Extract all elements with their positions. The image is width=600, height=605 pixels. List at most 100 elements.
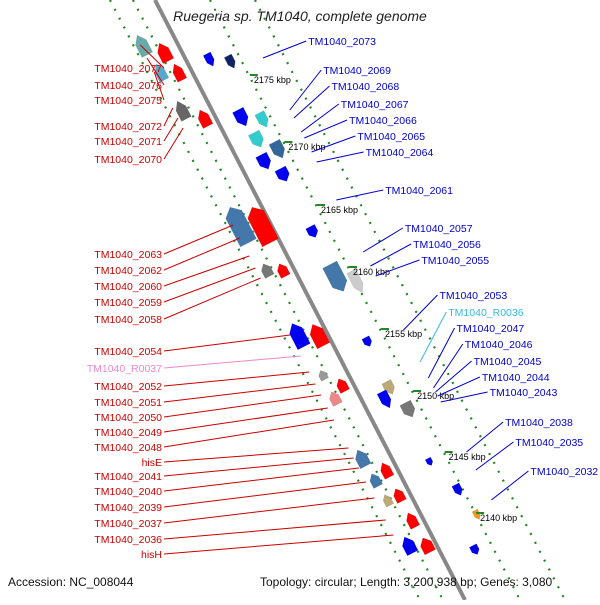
left-leader-line: [163, 394, 322, 418]
left-gene-5-shape: [175, 100, 192, 122]
left-gene-10: [277, 263, 291, 279]
right-gene-14-shape: [376, 389, 392, 409]
left-gene-23: [420, 537, 436, 556]
left-gene-21-shape: [406, 512, 421, 530]
left-gene-label: TM1040_2059: [94, 297, 162, 309]
left-gene-label: TM1040_2049: [94, 427, 162, 439]
right-leader-line: [440, 391, 488, 403]
right-gene-11-shape: [346, 268, 364, 294]
left-leader-line: [163, 334, 291, 352]
left-gene-label: TM1040_2050: [94, 412, 162, 424]
left-gene-17: [380, 462, 395, 480]
right-gene-6: [268, 138, 285, 159]
right-gene-15-shape: [399, 399, 416, 418]
left-gene-label: TM1040_2048: [94, 442, 162, 454]
right-gene-13: [381, 379, 395, 395]
right-gene-10-shape: [322, 260, 348, 292]
left-gene-20: [382, 494, 394, 508]
left-leader-line: [139, 44, 165, 69]
right-leader-line: [336, 189, 384, 201]
left-gene-2: [157, 42, 175, 64]
left-gene-1: [135, 34, 153, 58]
left-gene-label: TM1040_2039: [94, 502, 162, 514]
left-gene-label: TM1040_2058: [94, 314, 162, 326]
right-gene-3: [232, 106, 249, 127]
left-leader-line: [153, 71, 165, 101]
left-gene-9: [261, 263, 275, 279]
left-gene-16-shape: [355, 449, 372, 470]
right-leader-line: [289, 69, 322, 111]
page-title: Ruegeria sp. TM1040, complete genome: [173, 8, 427, 24]
right-gene-15: [399, 399, 416, 418]
left-gene-18-shape: [369, 473, 383, 489]
left-gene-12-shape: [309, 324, 331, 350]
right-gene-17: [451, 482, 463, 496]
left-leader-line: [163, 255, 250, 287]
left-leader-line: [163, 267, 256, 303]
right-gene-5: [247, 129, 264, 148]
right-leader-line: [433, 343, 464, 389]
left-leader-line: [163, 419, 335, 448]
left-leader-line: [163, 107, 174, 127]
right-gene-label: TM1040_2069: [323, 65, 391, 77]
right-gene-label: TM1040_2047: [457, 323, 525, 335]
left-gene-label: TM1040_2051: [94, 397, 162, 409]
right-gene-19: [468, 543, 480, 555]
right-leader-line: [403, 294, 438, 331]
left-gene-4: [172, 63, 188, 83]
right-gene-14: [376, 389, 392, 409]
left-gene-label: TM1040_2040: [94, 486, 162, 498]
left-gene-1-shape: [135, 34, 153, 58]
left-gene-label: TM1040_2063: [94, 249, 162, 261]
right-gene-19-shape: [468, 543, 480, 555]
left-gene-12: [309, 324, 331, 350]
right-leader-line: [466, 421, 504, 453]
left-leader-line: [163, 224, 234, 255]
right-gene-label: TM1040_2045: [474, 356, 542, 368]
left-gene-8-shape: [247, 206, 279, 248]
right-gene-16-shape: [424, 456, 433, 466]
right-leader-line: [262, 40, 307, 59]
right-leader-line: [362, 227, 404, 253]
right-gene-3-shape: [232, 106, 249, 127]
right-gene-9-shape: [305, 224, 319, 238]
left-gene-6-shape: [197, 109, 214, 129]
right-gene-label: TM1040_2038: [505, 417, 573, 429]
right-gene-8-shape: [274, 165, 290, 182]
left-gene-17-shape: [380, 462, 395, 480]
kbp-label: 2165 kbp: [321, 205, 358, 215]
right-gene-label: TM1040_2043: [490, 387, 558, 399]
topology-label: Topology: circular; Length: 3,200,938 bp…: [260, 575, 553, 589]
right-leader-line: [491, 470, 529, 501]
left-gene-label: TM1040_2036: [94, 534, 162, 546]
guide-line-outer-right: [254, 0, 566, 601]
right-leader-line: [304, 119, 348, 139]
left-leader-line: [163, 371, 310, 387]
right-leader-line: [316, 151, 364, 163]
right-gene-12: [361, 335, 372, 347]
left-gene-14: [336, 378, 350, 394]
left-gene-8: [247, 206, 279, 248]
right-gene-8: [274, 165, 290, 182]
left-gene-6: [197, 109, 214, 129]
left-gene-23-shape: [420, 537, 436, 556]
left-leader-line: [163, 355, 301, 369]
left-gene-11-shape: [289, 323, 311, 351]
left-gene-label: TM1040_2060: [94, 281, 162, 293]
right-gene-label: TM1040_2067: [341, 99, 409, 111]
left-leader-line: [163, 277, 261, 320]
left-leader-line: [163, 481, 367, 508]
left-gene-7: [225, 206, 257, 248]
left-gene-13: [318, 370, 329, 382]
left-leader-line: [163, 127, 184, 160]
left-gene-13-shape: [318, 370, 329, 382]
right-gene-label: TM1040_2057: [405, 223, 473, 235]
left-gene-label: TM1040_2072: [94, 121, 162, 133]
left-gene-label: TM1040_R0037: [87, 363, 162, 375]
left-gene-5: [175, 100, 192, 122]
right-gene-label: TM1040_2032: [530, 466, 598, 478]
right-gene-16: [424, 456, 433, 466]
right-gene-10: [322, 260, 348, 292]
right-gene-label: TM1040_2068: [332, 81, 400, 93]
